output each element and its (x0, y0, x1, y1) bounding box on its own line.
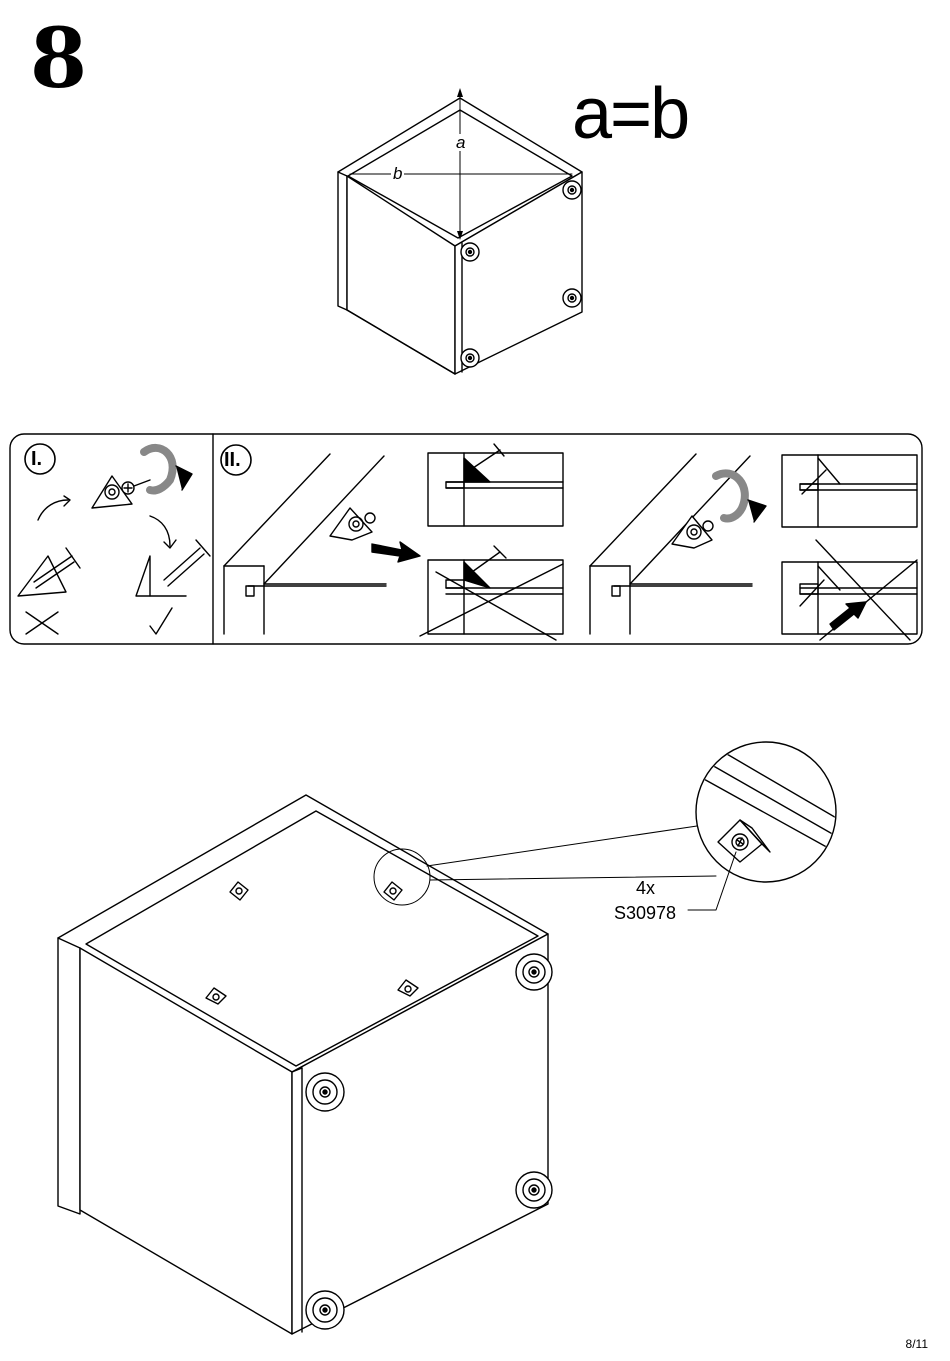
panel-label-1: I. (31, 449, 42, 469)
page-number: 8/11 (906, 1337, 928, 1351)
top-cabinet-drawing (338, 88, 582, 374)
detail-box-correct (782, 455, 917, 527)
panel-label-2: II. (224, 450, 241, 470)
foot-icon (563, 181, 581, 199)
foot-icon (461, 349, 479, 367)
foot-icon (306, 1291, 344, 1329)
foot-icon (461, 243, 479, 261)
dimension-label-b: b (391, 165, 404, 182)
foot-icon (516, 1172, 552, 1208)
foot-icon (563, 289, 581, 307)
instruction-strip (10, 434, 922, 644)
foot-icon (306, 1073, 344, 1111)
detail-box-incorrect (420, 546, 563, 640)
dimension-label-a: a (454, 134, 467, 151)
bottom-cabinet-drawing (58, 795, 552, 1334)
part-code: S30978 (614, 903, 676, 924)
part-quantity: 4x (636, 878, 655, 899)
foot-icon (516, 954, 552, 990)
detail-box-correct (428, 444, 563, 526)
